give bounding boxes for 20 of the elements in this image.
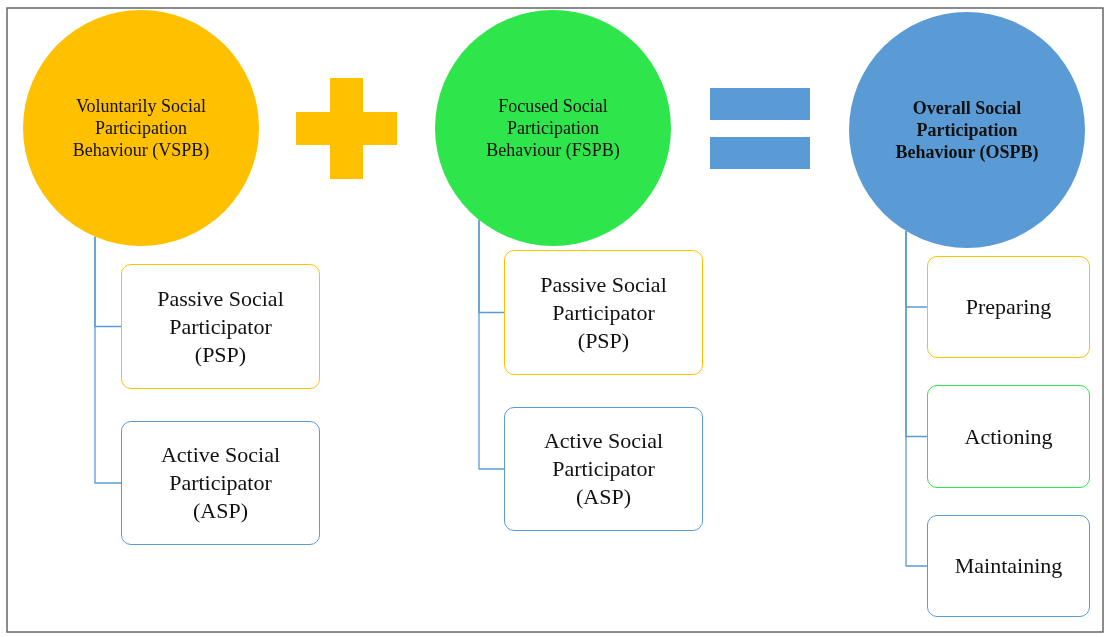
connector-line	[905, 230, 928, 567]
circle-label: Voluntarily Social Participation Behaviour (VSPB)	[71, 95, 211, 161]
item-box	[927, 385, 1090, 488]
box-label: Actioning	[964, 422, 1053, 451]
item-box	[504, 407, 703, 531]
box-label: Maintaining	[954, 552, 1063, 580]
item-box	[927, 515, 1090, 617]
box-label: Preparing	[965, 293, 1052, 321]
item-box	[121, 421, 320, 545]
box-label: Passive Social Participator (PSP)	[539, 270, 668, 355]
box-label: Active Social Participator (ASP)	[159, 441, 282, 525]
item-box	[504, 250, 703, 375]
item-box	[927, 256, 1090, 358]
box-label: Active Social Participator (ASP)	[542, 427, 665, 511]
circle-label: Focused Social Participation Behaviour (FSPB)	[485, 95, 621, 161]
item-box	[121, 264, 320, 389]
box-label: Passive Social Participator (PSP)	[156, 284, 285, 369]
connector-line	[94, 236, 122, 484]
circle-label: Overall Social Participation Behaviour (OSPB)	[894, 97, 1040, 163]
connector-line	[478, 219, 505, 470]
